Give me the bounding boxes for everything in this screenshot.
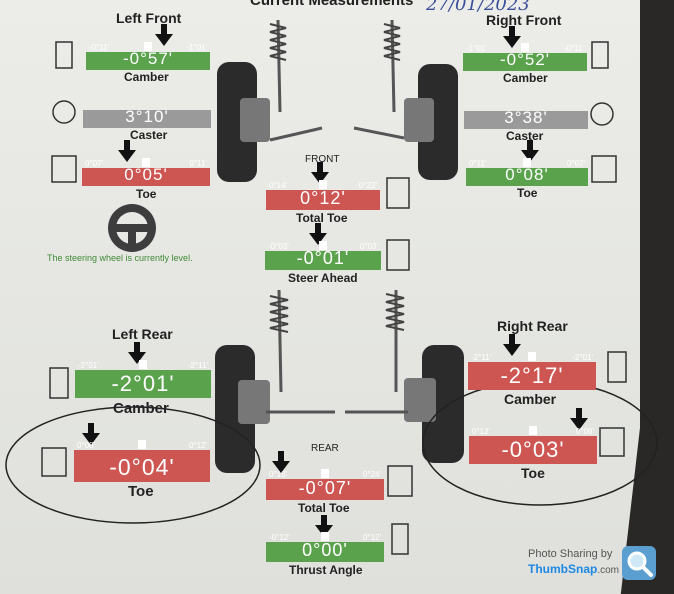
left-rear-title: Left Rear <box>112 326 173 342</box>
thrust-angle-icon <box>391 523 409 555</box>
handwritten-date: 27/01/2023 <box>426 0 530 15</box>
left-rear-camber-value: -2°01' <box>111 371 175 396</box>
page-title: Current Measurements <box>250 0 414 9</box>
left-front-title: Left Front <box>116 10 182 26</box>
steer-ahead-label: Steer Ahead <box>288 271 358 285</box>
left-front-camber-value: -0°57' <box>122 49 174 68</box>
left-front-camber-arrow <box>155 24 173 46</box>
right-front-camber-arrow <box>503 26 521 48</box>
caster-wheel-icon-rf <box>590 102 614 126</box>
right-front-camber-label: Camber <box>503 71 548 85</box>
right-front-toe-gauge: 0°11' 0°07' 0°08' <box>466 158 588 186</box>
left-front-caster-label: Caster <box>130 128 168 142</box>
right-rear-camber-arrow <box>503 334 521 356</box>
right-front-camber-gauge: -1°01' -0°11' -0°52' <box>463 43 587 71</box>
camber-wheel-icon-rr <box>607 351 627 383</box>
left-front-caster-gauge: 3°10' <box>83 100 211 128</box>
steering-level-note: The steering wheel is currently level. <box>47 253 193 263</box>
camber-wheel-icon-lr <box>49 367 69 399</box>
rear-left-tire <box>215 345 255 473</box>
rear-left-circle-mark <box>5 406 261 524</box>
right-front-caster-label: Caster <box>506 129 544 143</box>
toe-wheel-icon-lr <box>41 447 67 477</box>
rear-total-toe-label: Total Toe <box>298 501 350 515</box>
rear-section-label: REAR <box>311 443 339 454</box>
left-front-toe-value: 0°05' <box>124 165 168 184</box>
right-front-toe-label: Toe <box>517 186 538 200</box>
right-rear-camber-value: -2°17' <box>500 363 564 388</box>
right-rear-camber-label: Camber <box>504 391 557 407</box>
right-rear-title: Right Rear <box>497 318 568 334</box>
rear-total-toe-arrow <box>272 451 290 473</box>
right-rear-toe-gauge: 0°12' 0°08' -0°03' <box>469 426 597 464</box>
right-front-caster-value: 3°38' <box>504 108 548 127</box>
front-section-label: FRONT <box>305 154 340 165</box>
rear-right-tire <box>422 345 464 463</box>
right-rear-camber-gauge: -2°11' -2°01' -2°17' <box>468 352 596 390</box>
thrust-angle-value: 0°00' <box>302 540 348 560</box>
total-toe-icon-front <box>386 177 410 209</box>
right-rear-toe-label: Toe <box>521 465 545 481</box>
magnifier-icon[interactable] <box>622 546 656 580</box>
caster-wheel-icon-lf <box>52 100 76 124</box>
camber-wheel-icon-lf <box>55 41 73 69</box>
right-front-caster-gauge: 3°38' <box>464 101 588 129</box>
right-front-camber-value: -0°52' <box>499 50 551 69</box>
left-front-caster-value: 3°10' <box>125 107 169 126</box>
front-total-toe-label: Total Toe <box>296 211 348 225</box>
camber-wheel-icon-rf <box>591 41 609 69</box>
toe-wheel-icon-rf <box>591 155 617 183</box>
front-left-tire <box>217 62 257 182</box>
front-right-tire <box>418 64 458 180</box>
steer-ahead-gauge: -0°03' 0°03' -0°01' <box>265 241 381 270</box>
left-front-toe-gauge: 0°07' 0°11' 0°05' <box>82 158 210 186</box>
left-rear-toe-label: Toe <box>128 483 154 500</box>
left-rear-toe-arrow <box>82 423 100 445</box>
left-front-camber-label: Camber <box>124 70 169 84</box>
left-rear-camber-gauge: -2°01' -2°11' -2°01' <box>75 360 211 398</box>
total-toe-icon-rear <box>387 465 413 497</box>
rear-total-toe-gauge: 0°16' 0°24' -0°07' <box>266 469 384 500</box>
watermark-caption: Photo Sharing by <box>528 548 613 560</box>
steer-ahead-value: -0°01' <box>296 248 350 268</box>
right-front-title: Right Front <box>486 12 562 28</box>
toe-wheel-icon-lf <box>51 155 77 183</box>
watermark-brand[interactable]: ThumbSnap.com <box>528 562 619 576</box>
left-front-camber-gauge: -0°11' -1°01' -0°57' <box>86 42 210 70</box>
right-rear-toe-value: -0°03' <box>501 437 565 462</box>
right-front-toe-value: 0°08' <box>505 165 549 184</box>
thrust-angle-label: Thrust Angle <box>289 563 363 577</box>
steering-wheel-icon <box>108 204 156 252</box>
front-total-toe-gauge: 0°14' 0°22' 0°12' <box>266 180 380 210</box>
magnifier-icon-svg <box>627 551 653 577</box>
front-total-toe-value: 0°12' <box>300 188 346 208</box>
steer-ahead-icon <box>386 239 410 271</box>
left-front-toe-arrow <box>118 140 136 162</box>
rear-total-toe-value: -0°07' <box>298 478 352 498</box>
thrust-angle-gauge: -0°12' 0°12' 0°00' <box>266 532 384 562</box>
toe-wheel-icon-rr <box>599 427 625 457</box>
left-rear-toe-value: -0°04' <box>109 454 175 480</box>
left-front-toe-label: Toe <box>136 187 157 201</box>
left-rear-toe-gauge: 0°08' 0°12' -0°04' <box>74 440 210 482</box>
right-rear-toe-arrow <box>570 408 588 430</box>
left-rear-camber-label: Camber <box>113 400 169 417</box>
